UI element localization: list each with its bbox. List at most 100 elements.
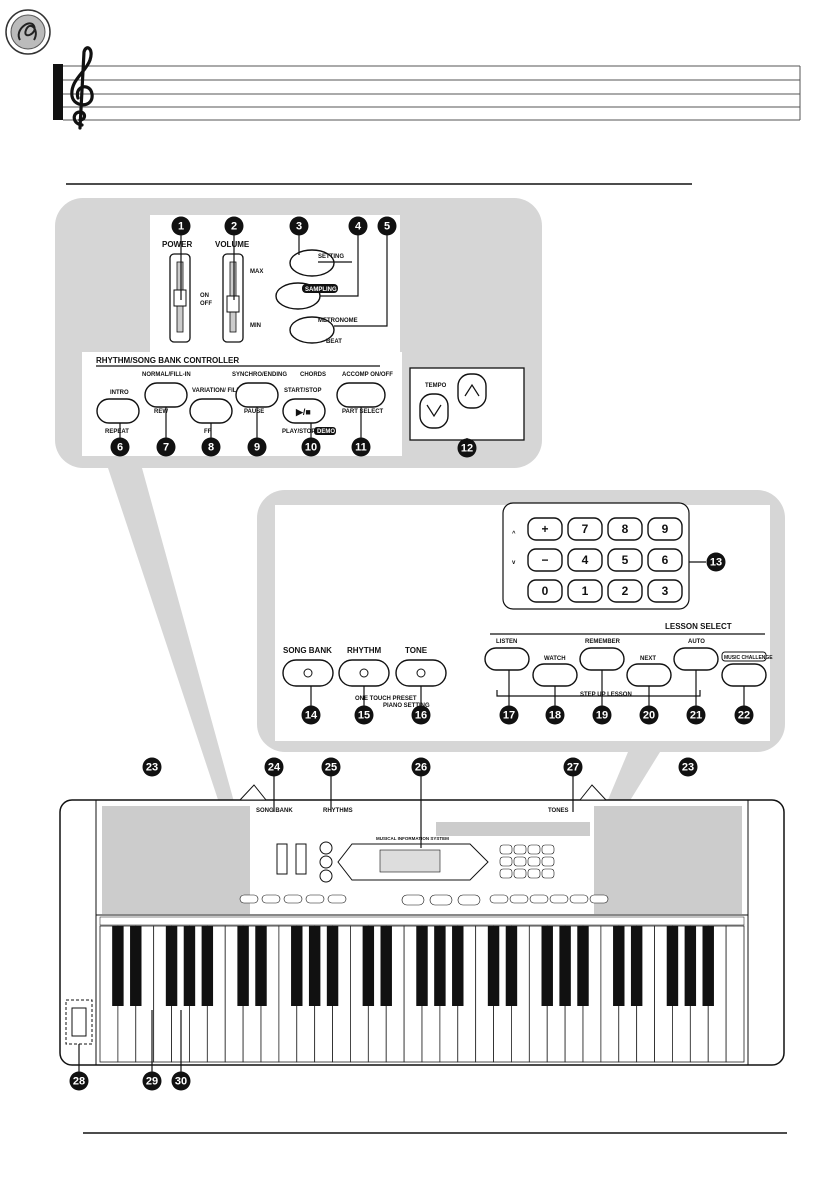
intro-button[interactable]: INTRO REPEAT xyxy=(96,390,140,435)
callout-marker xyxy=(563,757,583,777)
setting-button[interactable]: SETTING xyxy=(289,249,352,277)
black-key[interactable] xyxy=(380,926,392,1006)
song-bank-button[interactable]: SONG BANK xyxy=(282,646,334,687)
mini-keypad-key xyxy=(527,856,541,867)
black-key[interactable] xyxy=(112,926,124,1006)
start-stop-button[interactable]: START/STOP ▶/■ PLAY/STOP DEMO xyxy=(282,388,336,435)
callout-marker xyxy=(301,437,321,457)
volume-slider[interactable]: VOLUME MAX MIN xyxy=(215,240,263,343)
keypad-key[interactable] xyxy=(527,517,563,541)
synchro-ending-button[interactable]: SYNCHRO/ENDING PAUSE xyxy=(232,372,287,415)
black-key[interactable] xyxy=(255,926,267,1006)
callout-marker xyxy=(706,552,726,572)
tone-button[interactable]: TONE PIANO SETTING xyxy=(383,646,447,709)
mini-mode-button xyxy=(429,894,453,906)
mini-mode-button xyxy=(401,894,425,906)
black-key[interactable] xyxy=(541,926,553,1006)
keypad-key[interactable] xyxy=(607,548,643,572)
black-key[interactable] xyxy=(434,926,446,1006)
keypad-key[interactable] xyxy=(567,579,603,603)
speaker-left xyxy=(102,806,250,914)
black-key[interactable] xyxy=(183,926,196,1006)
black-key[interactable] xyxy=(630,926,643,1006)
black-key[interactable] xyxy=(326,926,339,1006)
black-key[interactable] xyxy=(487,926,500,1006)
black-key[interactable] xyxy=(666,926,679,1006)
black-key[interactable] xyxy=(237,926,249,1006)
callout-number: 30 xyxy=(175,1076,187,1088)
callout-number: 4 xyxy=(355,221,362,233)
on-label: ON xyxy=(200,293,209,299)
keypad-key[interactable] xyxy=(567,548,603,572)
black-key[interactable] xyxy=(201,926,214,1006)
black-key[interactable] xyxy=(308,926,321,1006)
keyboard-body: SONG BANK RHYTHMS TONES MUSICAL INFORMAT… xyxy=(59,784,785,1066)
keypad-key-label: 6 xyxy=(662,553,669,567)
callout-marker xyxy=(156,437,176,457)
accomp-button[interactable]: CHORDS ACCOMP ON/OFF PART SELECT xyxy=(300,372,393,415)
callout-marker xyxy=(592,705,612,725)
callout-number: 26 xyxy=(415,762,427,774)
black-key[interactable] xyxy=(559,926,571,1006)
keypad-key[interactable] xyxy=(607,517,643,541)
mini-lesson-button xyxy=(489,894,509,904)
ff-label: FF xyxy=(204,429,212,435)
auto-label: AUTO xyxy=(688,639,705,645)
tempo-down-button[interactable] xyxy=(419,393,449,429)
callout-number: 22 xyxy=(738,710,750,722)
black-key[interactable] xyxy=(130,926,142,1006)
power-switch[interactable]: POWER ON OFF xyxy=(162,240,212,343)
black-key[interactable] xyxy=(613,926,625,1006)
mini-lesson-button xyxy=(589,894,609,904)
keypad-key[interactable] xyxy=(527,548,563,572)
callout-marker xyxy=(354,705,374,725)
black-key[interactable] xyxy=(165,926,178,1006)
black-key[interactable] xyxy=(291,926,303,1006)
mini-controller-button xyxy=(327,894,347,904)
sampling-button[interactable]: SAMPLING xyxy=(275,282,338,310)
black-key[interactable] xyxy=(577,926,589,1006)
white-key[interactable] xyxy=(725,925,745,1063)
black-key[interactable] xyxy=(452,926,464,1006)
top-panel-pointer xyxy=(108,468,250,860)
keypad-key-label: 1 xyxy=(582,584,589,598)
accomp-label: ACCOMP ON/OFF xyxy=(342,372,393,378)
mini-controller-button xyxy=(239,894,259,904)
off-label: OFF xyxy=(200,301,212,307)
watch-label: WATCH xyxy=(544,656,566,662)
remember-button[interactable]: REMEMBER xyxy=(579,639,625,671)
tempo-label: TEMPO xyxy=(425,383,447,389)
keypad-key[interactable] xyxy=(567,517,603,541)
black-key[interactable] xyxy=(684,926,697,1006)
keypad-key[interactable] xyxy=(607,579,643,603)
mini-lesson-button xyxy=(509,894,529,904)
black-key[interactable] xyxy=(702,926,714,1006)
mini-keypad-key xyxy=(499,844,513,855)
listen-button[interactable]: LISTEN xyxy=(484,639,530,671)
tone-label: TONE xyxy=(405,646,428,655)
black-key[interactable] xyxy=(362,926,375,1006)
keypad-key-label: 0 xyxy=(542,584,549,598)
black-key[interactable] xyxy=(505,926,518,1006)
rhythms-strip: RHYTHMS xyxy=(323,808,353,814)
keypad-key[interactable] xyxy=(647,548,683,572)
callout-number: 27 xyxy=(567,762,579,774)
callout-marker xyxy=(224,216,244,236)
sampling-label: SAMPLING xyxy=(305,287,337,293)
black-key[interactable] xyxy=(416,926,428,1006)
metronome-button[interactable]: METRONOME BEAT xyxy=(289,316,358,345)
callout-marker xyxy=(377,216,397,236)
keypad-key[interactable] xyxy=(647,517,683,541)
tones-strip: TONES xyxy=(548,808,569,814)
keypad-key-label: 2 xyxy=(622,584,629,598)
mini-keypad-key xyxy=(527,844,541,855)
mini-lesson-button xyxy=(529,894,549,904)
treble-clef-icon xyxy=(70,46,94,130)
keypad-key[interactable] xyxy=(647,579,683,603)
tempo-controls[interactable]: TEMPO xyxy=(419,373,487,429)
music-challenge-button[interactable]: MUSIC CHALLENGE xyxy=(721,651,773,687)
callout-number: 12 xyxy=(461,443,473,455)
tempo-up-button[interactable] xyxy=(457,373,487,409)
keypad-key[interactable] xyxy=(527,579,563,603)
